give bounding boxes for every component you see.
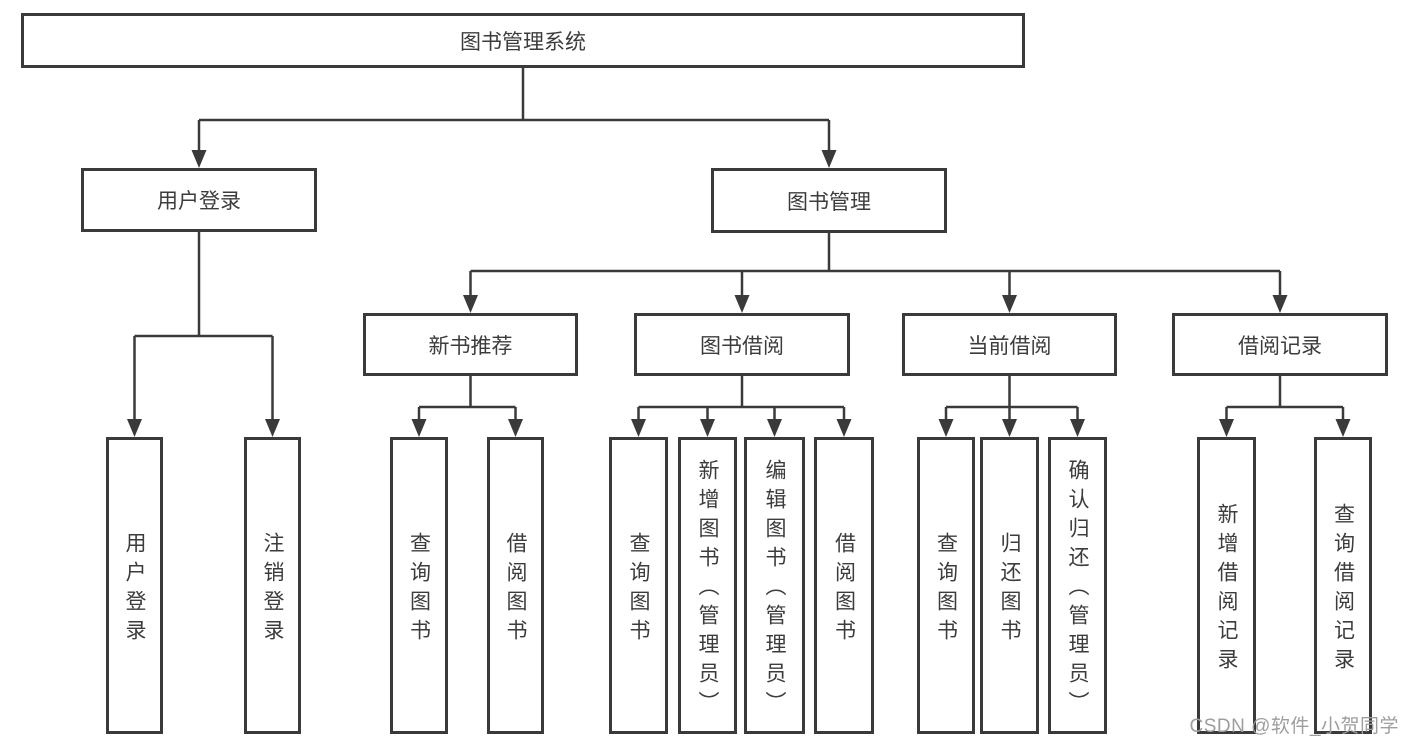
- node-current-borrow-label: 当前借阅: [967, 334, 1052, 358]
- leaf-return-books-label: 归还图书: [998, 531, 1021, 648]
- node-new-book-recommend: 新书推荐: [363, 313, 578, 376]
- csdn-watermark: CSDN @软件_小贺同学: [1189, 716, 1399, 737]
- leaf-query-books-recommend-label: 查询图书: [407, 531, 431, 648]
- leaf-query-borrow-record: 查询借阅记录: [1314, 437, 1372, 734]
- arrowheads: [127, 150, 1351, 437]
- leaf-logout: 注销登录: [244, 437, 301, 734]
- leaf-borrow-books: 借阅图书: [814, 437, 874, 734]
- leaf-query-books-borrow-label: 查询图书: [627, 531, 650, 648]
- leaf-edit-books-admin-label: 编辑图书（管理员）: [763, 459, 786, 720]
- leaf-query-books-borrow: 查询图书: [609, 437, 668, 734]
- connector-borrowrecords-to-leaves: [1225, 376, 1345, 419]
- node-book-management-label: 图书管理: [787, 190, 871, 214]
- node-current-borrow: 当前借阅: [902, 313, 1117, 376]
- node-borrow-records: 借阅记录: [1172, 313, 1388, 376]
- connector-currentborrow-to-leaves: [944, 376, 1079, 419]
- node-library-system-label: 图书管理系统: [460, 30, 586, 54]
- leaf-user-login-label: 用户登录: [123, 531, 146, 648]
- connector-root-to-level2: [197, 68, 831, 150]
- leaf-user-login: 用户登录: [106, 437, 163, 734]
- node-book-borrow: 图书借阅: [634, 313, 850, 376]
- leaf-add-borrow-record-label: 新增借阅记录: [1215, 502, 1238, 677]
- leaf-confirm-return-admin-label: 确认归还（管理员）: [1066, 459, 1089, 720]
- leaf-query-books-recommend: 查询图书: [390, 437, 448, 734]
- node-user-login: 用户登录: [81, 168, 317, 232]
- leaf-logout-label: 注销登录: [261, 531, 284, 648]
- leaf-add-books-admin-label: 新增图书（管理员）: [696, 459, 719, 720]
- node-book-management: 图书管理: [711, 168, 947, 233]
- leaf-add-books-admin: 新增图书（管理员）: [678, 437, 737, 734]
- leaf-confirm-return-admin: 确认归还（管理员）: [1048, 437, 1107, 734]
- leaf-return-books: 归还图书: [980, 437, 1039, 734]
- connector-bookmgmt-to-level3: [469, 233, 1282, 295]
- leaf-query-books-current: 查询图书: [917, 437, 975, 734]
- leaf-query-borrow-record-label: 查询借阅记录: [1331, 502, 1355, 677]
- connector-bookborrow-to-leaves: [637, 376, 846, 419]
- leaf-add-borrow-record: 新增借阅记录: [1197, 437, 1256, 734]
- node-new-book-recommend-label: 新书推荐: [428, 334, 513, 358]
- connector-newbook-to-leaves: [417, 376, 517, 419]
- node-borrow-records-label: 借阅记录: [1238, 334, 1322, 358]
- leaf-edit-books-admin: 编辑图书（管理员）: [744, 437, 805, 734]
- leaf-query-books-current-label: 查询图书: [934, 531, 958, 648]
- leaf-borrow-books-label: 借阅图书: [832, 531, 856, 648]
- node-library-system: 图书管理系统: [21, 13, 1025, 68]
- node-user-login-label: 用户登录: [157, 190, 241, 213]
- node-book-borrow-label: 图书借阅: [700, 334, 784, 358]
- leaf-borrow-books-recommend: 借阅图书: [487, 437, 544, 734]
- leaf-borrow-books-recommend-label: 借阅图书: [504, 531, 527, 648]
- connector-userlogin-to-leaves: [133, 232, 274, 419]
